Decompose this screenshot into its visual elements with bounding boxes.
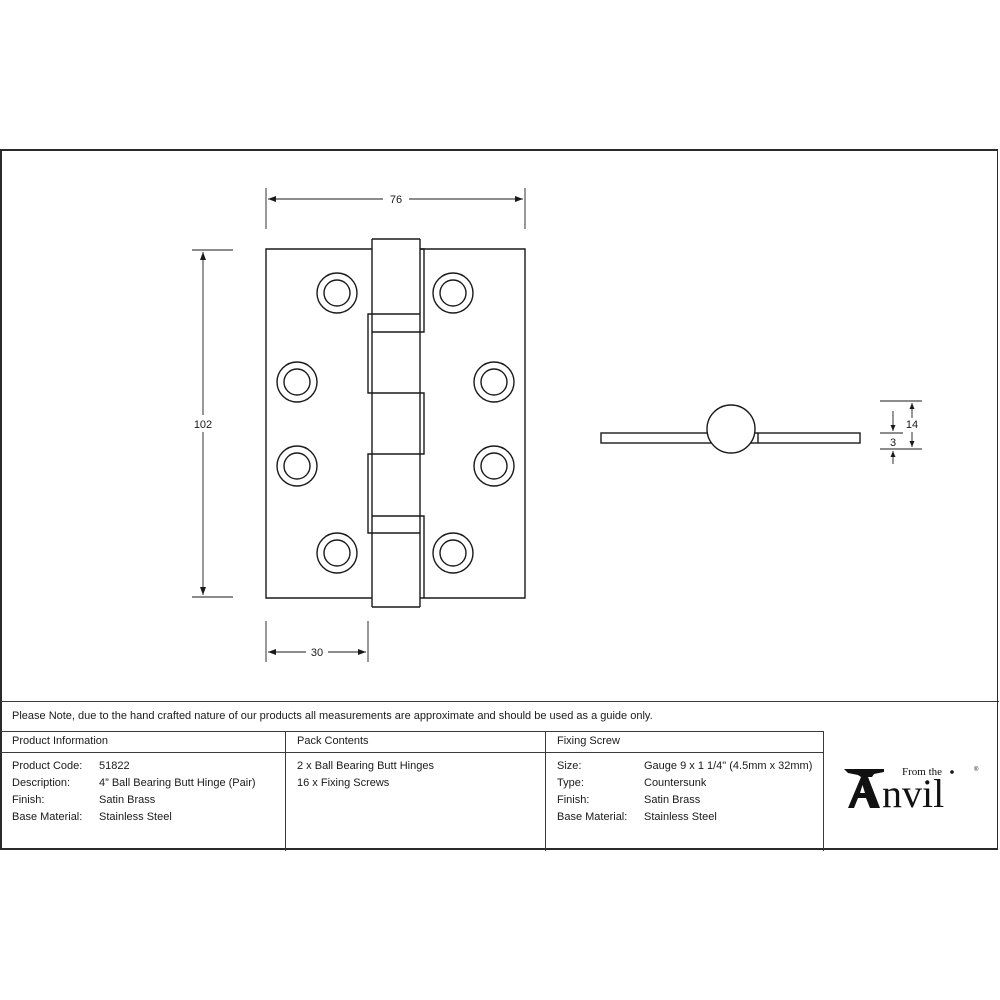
from-the-anvil-logo: nvil From the ®: [844, 763, 984, 816]
product-information-header: Product Information: [12, 735, 108, 747]
registered-mark: ®: [974, 766, 979, 773]
dim-width-label: 76: [390, 194, 402, 206]
screw-size-value: Gauge 9 x 1 1/4" (4.5mm x 32mm): [644, 760, 813, 772]
screw-type-value: Countersunk: [644, 777, 707, 789]
screw-type-label: Type:: [557, 777, 584, 789]
dim-total-thickness-label: 14: [906, 419, 918, 431]
screw-base-material-value: Stainless Steel: [644, 811, 717, 823]
anvil-icon: [844, 769, 884, 808]
finish-value: Satin Brass: [99, 794, 156, 806]
drawing-frame: [0, 149, 998, 850]
dimension-lines: [192, 188, 526, 662]
pack-item: 16 x Fixing Screws: [297, 777, 390, 789]
col-divider-2: [545, 731, 546, 851]
screw-finish-value: Satin Brass: [644, 794, 701, 806]
disclaimer-note: Please Note, due to the hand crafted nat…: [12, 710, 653, 722]
base-material-label: Base Material:: [12, 811, 83, 823]
pack-contents-header: Pack Contents: [297, 735, 369, 747]
header-bottom-border: [0, 752, 823, 753]
col-divider-3: [823, 731, 824, 851]
side-dimension-lines: [880, 400, 922, 464]
screw-size-label: Size:: [557, 760, 582, 772]
base-material-value: Stainless Steel: [99, 811, 172, 823]
col-divider-1: [285, 731, 286, 851]
note-top-border: [0, 701, 999, 702]
finish-label: Finish:: [12, 794, 45, 806]
product-code-label: Product Code:: [12, 760, 83, 772]
fixing-screw-header: Fixing Screw: [557, 735, 620, 747]
dim-height-label: 102: [194, 419, 212, 431]
hinge-side-view: [600, 404, 861, 454]
hinge-front-view: [265, 238, 526, 608]
description-value: 4” Ball Bearing Butt Hinge (Pair): [99, 777, 256, 789]
dim-leaf-thickness-label: 3: [890, 437, 896, 449]
product-code-value: 51822: [99, 760, 130, 772]
right-leaf: [420, 248, 526, 599]
dim-leaf-width-label: 30: [311, 647, 323, 659]
screw-holes: [276, 272, 515, 574]
screw-finish-label: Finish:: [557, 794, 590, 806]
logo-small-text: From the: [902, 766, 942, 778]
header-top-border: [0, 731, 823, 732]
logo-big-text: nvil: [882, 771, 944, 813]
screw-base-material-label: Base Material:: [557, 811, 628, 823]
left-leaf: [265, 248, 372, 599]
description-label: Description:: [12, 777, 71, 789]
pack-item: 2 x Ball Bearing Butt Hinges: [297, 760, 434, 772]
